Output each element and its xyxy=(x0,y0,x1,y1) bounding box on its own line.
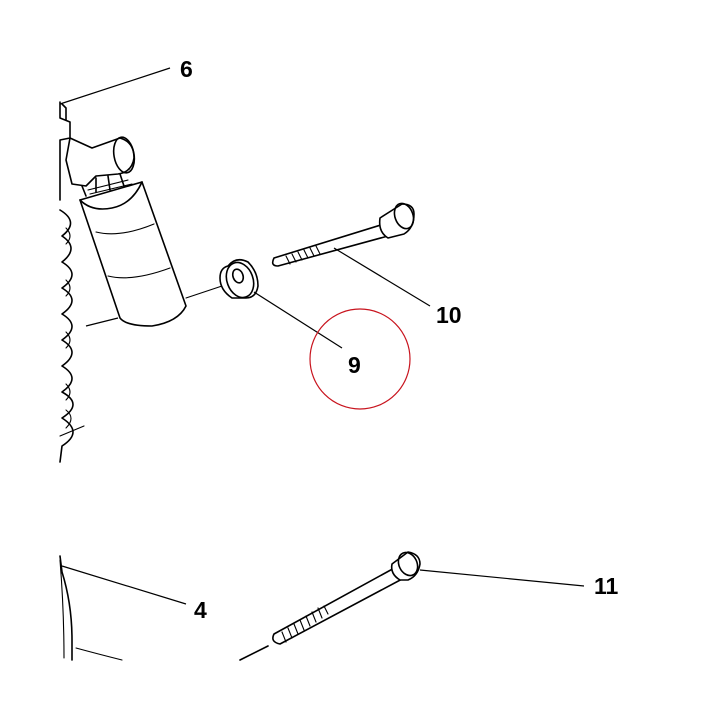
leader-9 xyxy=(253,291,343,349)
leader-6 xyxy=(59,67,171,105)
housing-assembly xyxy=(59,101,85,463)
cylinder-sleeve xyxy=(79,181,187,327)
callout-11: 11 xyxy=(594,573,619,599)
callout-9: 9 xyxy=(348,352,361,378)
callout-10: 10 xyxy=(436,302,462,328)
elbow-connector xyxy=(65,136,136,197)
washer xyxy=(219,258,259,299)
bolt-short xyxy=(271,202,415,267)
leader-4 xyxy=(61,565,187,605)
leader-10 xyxy=(333,247,431,307)
callout-4: 4 xyxy=(194,597,207,623)
callout-6: 6 xyxy=(180,56,193,82)
lower-housing xyxy=(59,555,269,661)
leader-lines xyxy=(59,67,585,605)
bolt-long xyxy=(272,551,421,645)
highlight-circle xyxy=(309,308,411,410)
leader-11 xyxy=(419,569,585,587)
axis-line xyxy=(185,285,223,299)
leader-sleeve xyxy=(85,317,119,327)
